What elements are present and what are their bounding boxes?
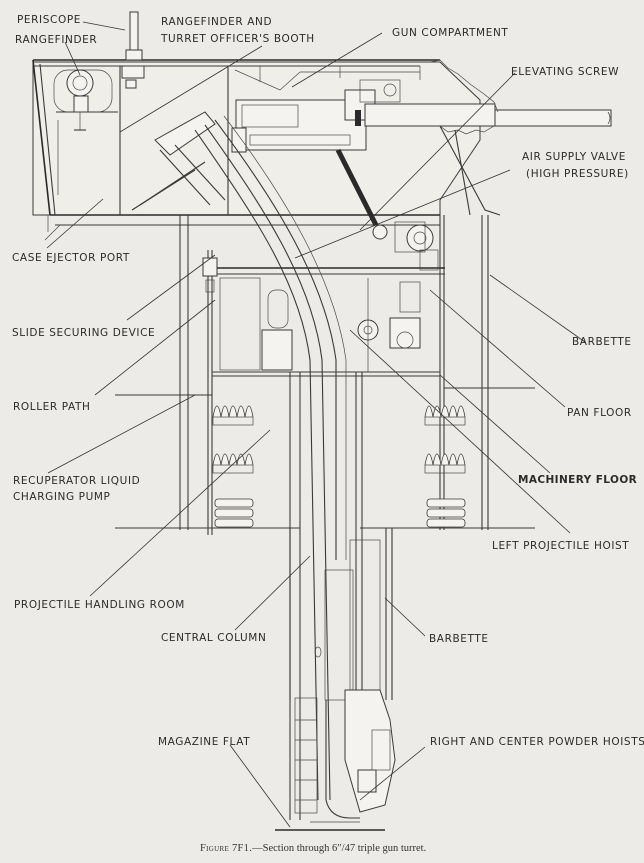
projectile-shell xyxy=(228,453,238,466)
label-rangefinder-booth-2: TURRET OFFICER'S BOOTH xyxy=(161,33,315,45)
projectile-shell xyxy=(440,453,450,466)
label-recuperator-2: CHARGING PUMP xyxy=(13,491,111,503)
stowage-rack xyxy=(212,464,254,474)
label-roller-path: ROLLER PATH xyxy=(13,401,91,413)
stowage-rack xyxy=(212,416,254,426)
powder-case xyxy=(426,498,466,508)
stowage-rack xyxy=(424,416,466,426)
projectile-shell xyxy=(448,405,458,418)
projectile-stowage-right xyxy=(424,405,466,528)
label-rangefinder: RANGEFINDER xyxy=(15,34,98,46)
powder-hoists xyxy=(275,689,396,831)
projectile-shell xyxy=(456,405,466,418)
label-gun-compartment: GUN COMPARTMENT xyxy=(392,27,509,39)
projectile-shell xyxy=(212,405,222,418)
powder-case xyxy=(214,508,254,518)
label-case-ejector-port: CASE EJECTOR PORT xyxy=(12,252,130,264)
label-magazine-flat: MAGAZINE FLAT xyxy=(158,736,251,748)
label-pan-floor: PAN FLOOR xyxy=(567,407,632,419)
projectile-shell xyxy=(236,405,246,418)
projectile-shell xyxy=(220,453,230,466)
rangefinder xyxy=(53,69,118,195)
central-column xyxy=(289,372,393,820)
projectile-shell xyxy=(244,453,254,466)
label-left-projectile-hoist: LEFT PROJECTILE HOIST xyxy=(492,540,630,552)
powder-case xyxy=(426,508,466,518)
label-machinery-floor: MACHINERY FLOOR xyxy=(518,474,638,486)
projectile-shell xyxy=(236,453,246,466)
label-periscope: PERISCOPE xyxy=(17,14,81,26)
elevating-screw xyxy=(335,148,434,253)
powder-case xyxy=(214,518,254,528)
label-central-column: CENTRAL COLUMN xyxy=(161,632,267,644)
label-powder-hoists: RIGHT AND CENTER POWDER HOISTS xyxy=(430,736,644,748)
projectile-hoist xyxy=(194,115,347,801)
label-barbette-upper: BARBETTE xyxy=(572,336,632,348)
powder-case xyxy=(426,518,466,528)
projectile-shell xyxy=(220,405,230,418)
projectile-shell xyxy=(244,405,254,418)
projectile-shell xyxy=(212,453,222,466)
projectile-shell xyxy=(448,453,458,466)
leader-lines xyxy=(46,21,586,828)
periscope xyxy=(121,11,145,89)
figure-number: Figure 7F1. xyxy=(200,843,253,854)
projectile-stowage-left xyxy=(212,405,254,528)
figure-caption-text: —Section through 6″/47 triple gun turret… xyxy=(252,843,427,854)
case-ejector-chute xyxy=(131,111,226,211)
projectile-shell xyxy=(228,405,238,418)
projectile-shell xyxy=(432,453,442,466)
figure-caption: Figure 7F1.—Section through 6″/47 triple… xyxy=(200,843,426,854)
projectile-shell xyxy=(456,453,466,466)
powder-case xyxy=(214,498,254,508)
label-recuperator-1: RECUPERATOR LIQUID xyxy=(13,475,141,487)
gun-assembly xyxy=(231,59,612,216)
label-air-supply-1: AIR SUPPLY VALVE xyxy=(522,151,626,163)
projectile-shell xyxy=(424,405,434,418)
label-elevating-screw: ELEVATING SCREW xyxy=(511,66,620,78)
label-projectile-handling-room: PROJECTILE HANDLING ROOM xyxy=(14,599,185,611)
projectile-shell xyxy=(440,405,450,418)
label-rangefinder-booth-1: RANGEFINDER AND xyxy=(161,16,273,28)
label-air-supply-2: (HIGH PRESSURE) xyxy=(526,168,629,180)
stowage-rack xyxy=(424,464,466,474)
projectile-shell xyxy=(424,453,434,466)
label-barbette-lower: BARBETTE xyxy=(429,633,489,645)
label-slide-securing-device: SLIDE SECURING DEVICE xyxy=(12,327,156,339)
turret-structure xyxy=(115,215,535,535)
